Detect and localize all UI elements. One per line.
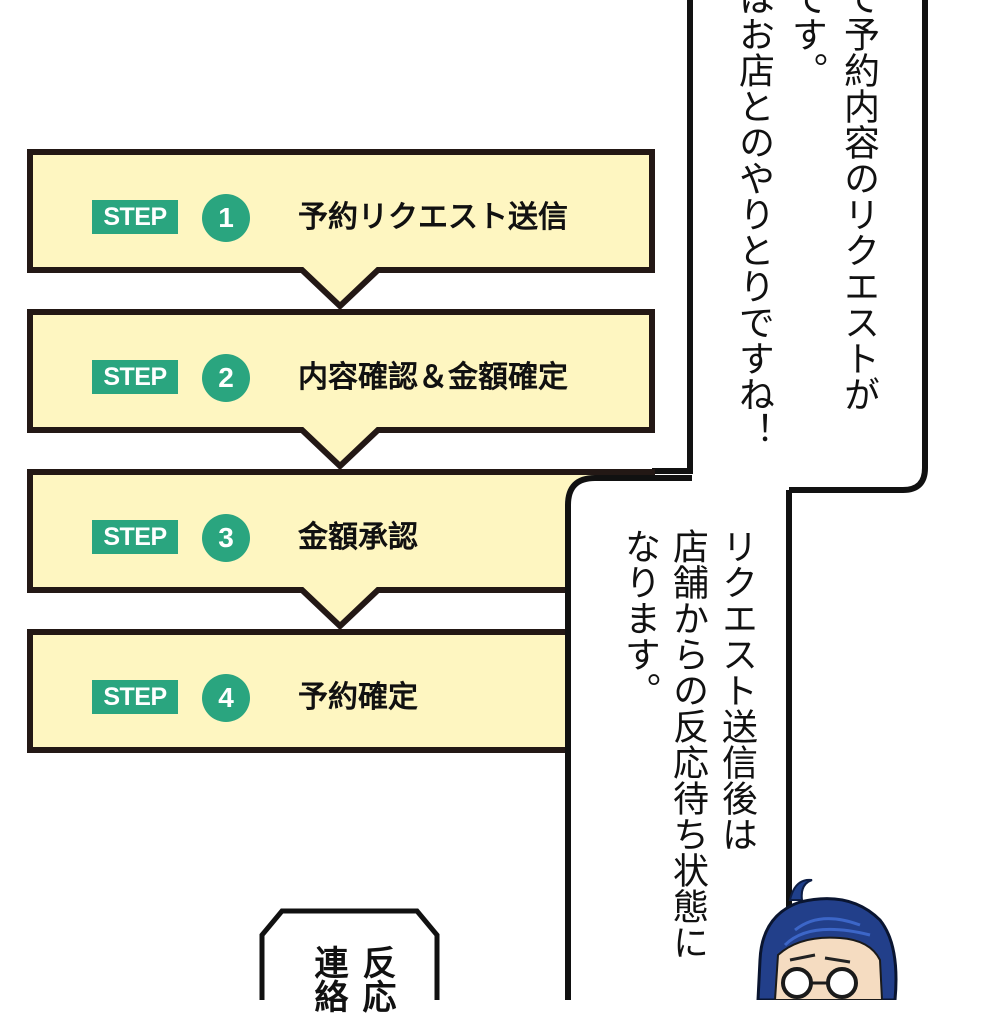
bubble-bottom-outline (565, 475, 692, 1000)
step-label: STEP (92, 200, 178, 234)
glasses-character-icon (756, 878, 898, 1000)
step-3: STEP 3 金額承認 (28, 470, 652, 590)
bubble-line: て予約内容のリクエストが (838, 0, 879, 412)
step-label: STEP (92, 360, 178, 394)
step-2: STEP 2 内容確認＆金額確定 (28, 310, 652, 430)
bubble-line: リクエスト送信後は (716, 528, 757, 852)
bubble-line: 店舗からの反応待ち状態に (667, 528, 708, 960)
step-number-badge: 1 (202, 194, 250, 242)
bubble-bottom-fill (565, 476, 789, 1000)
bubble-small-outline (259, 908, 440, 1000)
bubble-line: はお店とのやりとりですね！ (733, 0, 774, 448)
step-box-1-shape (27, 149, 655, 311)
step-title: 予約リクエスト送信 (298, 200, 568, 235)
bubble-line: 反応 (356, 945, 396, 1013)
step-title: 金額承認 (298, 520, 418, 555)
step-number-badge: 3 (202, 514, 250, 562)
bubble-line: です。 (786, 0, 827, 88)
step-label: STEP (92, 680, 178, 714)
bubble-top-outline (788, 0, 928, 493)
bubble-line: なります。 (619, 528, 660, 708)
step-1: STEP 1 予約リクエスト送信 (28, 150, 652, 270)
step-box-2-shape (27, 309, 655, 471)
step-number-badge: 2 (202, 354, 250, 402)
panel-border-left (652, 0, 693, 474)
step-title: 予約確定 (298, 680, 418, 715)
bubble-top-fill (700, 0, 925, 490)
step-label: STEP (92, 520, 178, 554)
bubble-line: 連絡 (308, 945, 348, 1013)
step-number-badge: 4 (202, 674, 250, 722)
step-title: 内容確認＆金額確定 (298, 360, 568, 395)
step-4: STEP 4 予約確定 (28, 630, 652, 750)
